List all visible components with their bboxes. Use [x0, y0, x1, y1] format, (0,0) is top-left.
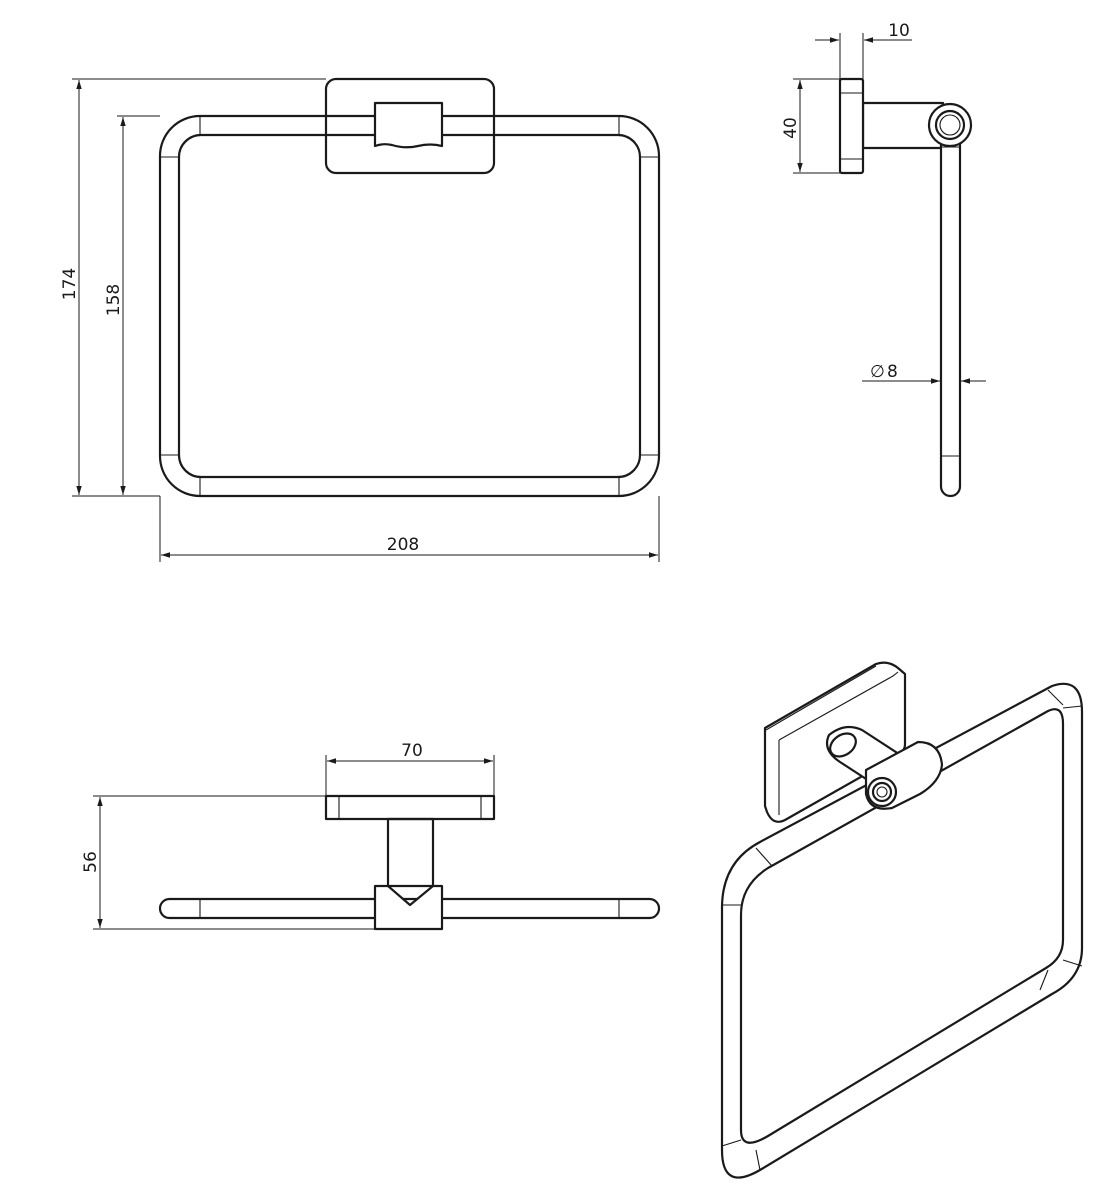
ring-inner — [177, 133, 642, 479]
ring-corner-joints — [160, 116, 659, 496]
dim-label-10: 10 — [888, 21, 910, 41]
dim-label-158: 158 — [104, 284, 124, 316]
dim-label-70: 70 — [401, 741, 423, 761]
top-view: 70 56 — [81, 741, 661, 931]
dimension-56: 56 — [81, 795, 375, 930]
dimension-174: 174 — [60, 78, 326, 497]
dimension-70: 70 — [325, 741, 495, 796]
top-plate — [324, 794, 496, 821]
front-view: 174 158 208 — [60, 77, 661, 562]
side-plate — [838, 77, 865, 175]
dimension-208: 208 — [159, 496, 660, 562]
dimension-10: 10 — [815, 21, 912, 79]
dim-label-diameter-symbol: ∅ — [870, 362, 885, 382]
iso-ring-joints — [721, 689, 1083, 1171]
iso-ring-inner — [739, 708, 1065, 1144]
clamp-block — [373, 101, 444, 149]
dimension-40: 40 — [781, 78, 840, 174]
side-view: 10 40 ∅ 8 — [781, 21, 986, 498]
dim-label-56: 56 — [81, 851, 101, 873]
isometric-view — [720, 661, 1084, 1179]
side-rod — [939, 123, 962, 498]
dim-label-208: 208 — [387, 535, 419, 555]
dim-label-40: 40 — [781, 117, 801, 139]
top-clamp — [373, 884, 444, 931]
dimension-diameter-8: ∅ 8 — [862, 362, 986, 384]
dimension-158: 158 — [104, 115, 160, 495]
dim-label-174: 174 — [60, 268, 80, 300]
dim-label-8: 8 — [887, 362, 898, 382]
top-arm — [386, 817, 435, 888]
